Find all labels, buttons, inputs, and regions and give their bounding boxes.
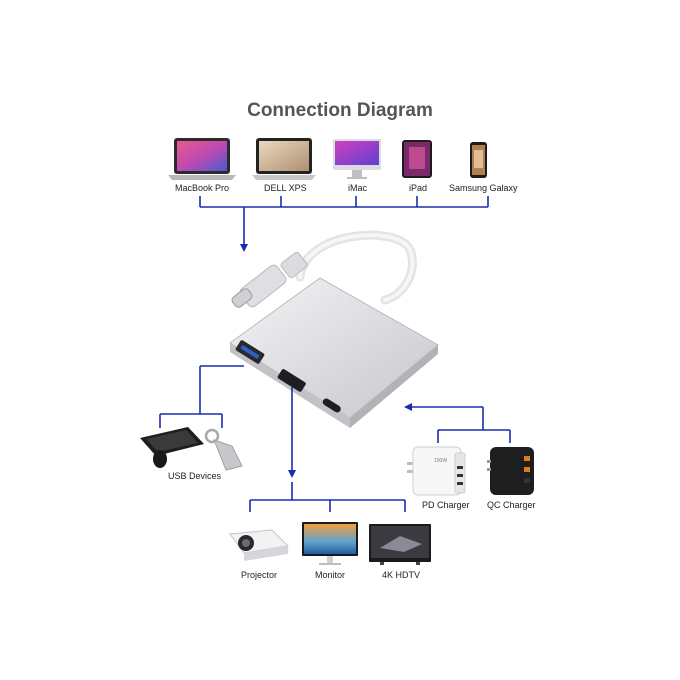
macbook-pro-icon — [168, 138, 236, 180]
usb-c-hub-illustration — [229, 230, 439, 428]
qc-charger-icon — [487, 447, 534, 495]
charger-connector-lines — [404, 403, 511, 443]
projector-icon — [229, 529, 290, 561]
dell-xps-icon — [252, 138, 316, 180]
monitor-icon — [302, 522, 358, 565]
ipad-icon — [402, 140, 432, 178]
hdmi-port-illustration — [277, 369, 306, 392]
source-label-macbook-pro: MacBook Pro — [175, 183, 230, 193]
source-label-dell-xps: DELL XPS — [264, 183, 307, 193]
source-label-ipad: iPad — [409, 183, 428, 193]
pd-charger-label: PD Charger — [422, 500, 470, 510]
projector-label: Projector — [241, 570, 278, 580]
samsung-galaxy-icon — [470, 142, 487, 178]
keyboard-icon — [140, 427, 204, 456]
4k-hdtv-label: 4K HDTV — [382, 570, 421, 580]
diagram-title: Connection Diagram — [247, 100, 433, 121]
tv-icon — [369, 524, 431, 565]
display-connector-lines — [249, 387, 406, 512]
mouse-icon — [153, 450, 167, 468]
usb-devices-label: USB Devices — [168, 471, 222, 481]
source-label-imac: iMac — [348, 183, 368, 193]
pd-charger-marking: 100W — [434, 458, 447, 464]
usb-flash-drive-icon — [204, 428, 243, 471]
imac-icon — [333, 139, 381, 179]
pd-charger-icon: 100W — [407, 446, 466, 496]
qc-charger-label: QC Charger — [487, 500, 536, 510]
monitor-label: Monitor — [315, 570, 346, 580]
source-connector-lines — [199, 196, 489, 252]
usb-c-plug — [231, 251, 308, 308]
usb-c-pd-port-illustration — [322, 398, 341, 413]
usb-connector-lines — [159, 365, 244, 428]
source-label-samsung-galaxy: Samsung Galaxy — [449, 183, 518, 193]
usb-a-port-illustration — [235, 340, 265, 364]
